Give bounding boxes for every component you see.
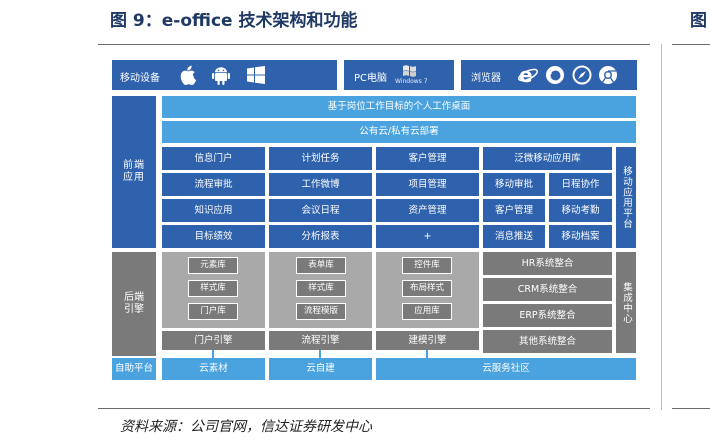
module-cell: 计划任务 [269, 147, 372, 170]
backend-engine-label: 后端 引擎 [112, 252, 156, 356]
module-cell: 客户管理 [376, 147, 479, 170]
apple-icon [178, 65, 196, 85]
mobile-module-cell: 移动考勤 [549, 199, 612, 222]
windows-icon [247, 66, 265, 84]
cloud-self-build: 云自建 [269, 358, 372, 380]
library-item: 布局样式 [402, 280, 452, 297]
connector [426, 350, 428, 358]
self-service-label: 自助平台 [112, 358, 156, 380]
library-item: 流程模版 [296, 303, 346, 320]
module-cell: 工作微博 [269, 173, 372, 196]
pc-label: PC电脑 [354, 73, 388, 84]
module-cell: 流程审批 [162, 173, 265, 196]
mobile-module-cell: 客户管理 [483, 199, 545, 222]
cloud-service-community: 云服务社区 [376, 358, 636, 380]
top-rule-right [672, 44, 710, 45]
module-cell: 信息门户 [162, 147, 265, 170]
figure-title: 图 9：e-office 技术架构和功能 [110, 11, 358, 31]
firefox-icon [545, 65, 565, 85]
windows7-flag-icon [402, 64, 418, 77]
mobile-module-cell: 移动档案 [549, 225, 612, 248]
connector [212, 350, 214, 358]
mobile-module-cell: 消息推送 [483, 225, 545, 248]
module-cell: 资产管理 [376, 199, 479, 222]
module-cell: 知识应用 [162, 199, 265, 222]
module-cell: 项目管理 [376, 173, 479, 196]
mobile-platform-label: 移动应用平台 [616, 147, 636, 248]
library-item: 门户库 [188, 303, 238, 320]
cloud-materials: 云素材 [162, 358, 265, 380]
mobile-device-label: 移动设备 [120, 73, 160, 84]
library-item: 样式库 [188, 280, 238, 297]
integration-item: 其他系统整合 [483, 330, 612, 353]
mobile-device-bar: 移动设备 [112, 60, 337, 90]
windows7-label: Windows 7 [395, 78, 428, 85]
connector [319, 350, 321, 358]
mobile-module-cell: 日程协作 [549, 173, 612, 196]
module-cell: 会议日程 [269, 199, 372, 222]
library-item: 样式库 [296, 280, 346, 297]
bottom-rule [98, 408, 650, 409]
bottom-rule-right [672, 408, 710, 409]
front-end-label: 前端 应用 [112, 96, 156, 248]
library-item: 应用库 [402, 303, 452, 320]
safari-icon [572, 65, 592, 85]
ie-icon: e [517, 64, 539, 86]
pc-bar: PC电脑 Windows 7 [344, 60, 454, 90]
module-cell: + [376, 225, 479, 248]
mobile-module-cell: 移动审批 [483, 173, 545, 196]
integration-item: HR系统整合 [483, 252, 612, 275]
mobile-app-library-header: 泛微移动应用库 [483, 147, 612, 170]
module-cell: 目标绩效 [162, 225, 265, 248]
library-item: 元素库 [188, 257, 238, 274]
workflow-engine: 流程引擎 [269, 331, 372, 350]
library-item: 表单库 [296, 257, 346, 274]
next-figure-title-fragment: 图 [690, 11, 707, 31]
integration-center-label: 集成中心 [616, 252, 636, 353]
android-icon [212, 66, 230, 85]
integration-item: ERP系统整合 [483, 304, 612, 327]
integration-item: CRM系统整合 [483, 278, 612, 301]
portal-engine: 门户引擎 [162, 331, 265, 350]
browser-bar: 浏览器 e [461, 60, 637, 90]
browser-label: 浏览器 [471, 73, 501, 84]
column-divider [661, 44, 662, 410]
top-rule [98, 44, 650, 45]
source-note: 资料来源：公司官网，信达证券研发中心 [120, 419, 372, 435]
cloud-deployment-banner: 公有云/私有云部署 [162, 121, 636, 143]
chrome-icon [598, 65, 618, 85]
personal-desktop-banner: 基于岗位工作目标的个人工作桌面 [162, 96, 636, 118]
library-item: 控件库 [402, 257, 452, 274]
module-cell: 分析报表 [269, 225, 372, 248]
modeling-engine: 建模引擎 [376, 331, 479, 350]
